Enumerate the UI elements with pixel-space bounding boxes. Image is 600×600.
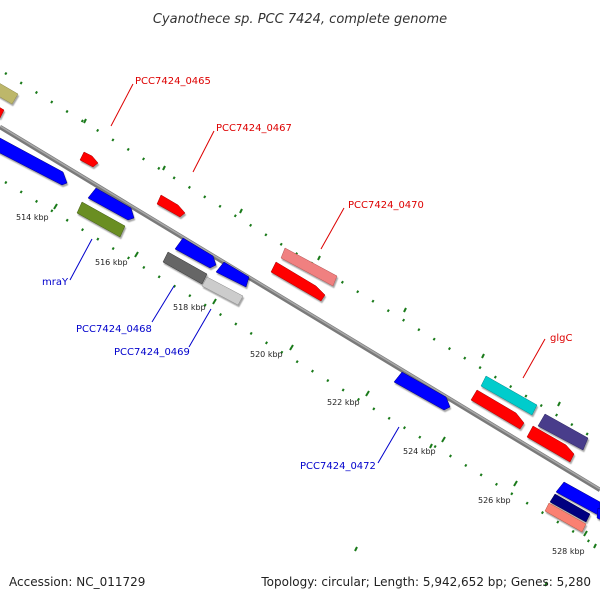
genome-backbone-highlight: [0, 125, 600, 490]
tick-mark: [134, 251, 139, 258]
gene-glgc[interactable]: [480, 375, 538, 416]
gene-pcc7424-0467[interactable]: [156, 194, 186, 218]
gene-red-forward-2[interactable]: [470, 389, 525, 430]
label-pcc7424-0465[interactable]: PCC7424_0465: [135, 76, 211, 87]
leader-pcc7424-0467: [192, 130, 215, 173]
label-pcc7424-0470[interactable]: PCC7424_0470: [348, 200, 424, 211]
tick-mark: [403, 307, 407, 313]
gene-navy-bottom[interactable]: [549, 493, 591, 523]
gene-blue-bottom[interactable]: [555, 481, 600, 517]
leader-pcc7424-0470: [320, 207, 345, 250]
gene-pcc7424-0468[interactable]: [162, 251, 208, 285]
leader-glgc: [522, 338, 546, 379]
major-ticks: [53, 118, 597, 587]
label-pcc7424-0469[interactable]: PCC7424_0469: [114, 347, 190, 358]
tick-mark: [583, 530, 588, 537]
tick-labels: 514 kbp 516 kbp 518 kbp 520 kbp 522 kbp …: [16, 213, 585, 556]
leader-pcc7424-0468: [151, 285, 175, 323]
label-pcc7424-0472[interactable]: PCC7424_0472: [300, 461, 376, 472]
label-pcc7424-0467[interactable]: PCC7424_0467: [216, 123, 292, 134]
gene-mray[interactable]: [76, 201, 126, 238]
tick-mark: [557, 401, 561, 407]
gene-labels: PCC7424_0465 PCC7424_0467 PCC7424_0470 g…: [42, 76, 572, 472]
gene-khaki[interactable]: [0, 80, 19, 105]
leader-pcc7424-0472: [377, 426, 400, 464]
tick-label: 528 kbp: [552, 547, 585, 556]
tick-mark: [162, 165, 166, 171]
tick-label: 526 kbp: [478, 496, 511, 505]
gene-pcc7424-0469[interactable]: [201, 276, 244, 306]
tick-mark: [354, 546, 358, 552]
leader-pcc7424-0465: [110, 83, 134, 127]
genome-summary-text: Topology: circular; Length: 5,942,652 bp…: [260, 575, 591, 589]
gene-coral-bottom[interactable]: [544, 502, 587, 533]
gene-features: [0, 80, 600, 533]
gene-pcc7424-0472[interactable]: [393, 371, 451, 411]
tick-mark: [365, 390, 370, 397]
genome-backbone: [0, 125, 600, 492]
tick-mark: [429, 443, 433, 449]
tick-label: 522 kbp: [327, 398, 360, 407]
tick-mark: [53, 203, 58, 210]
tick-mark: [317, 255, 321, 261]
gene-dark-slate[interactable]: [537, 413, 589, 451]
gene-red-forward-3[interactable]: [526, 425, 575, 463]
leader-mray: [69, 238, 93, 281]
gene-pcc7424-0465[interactable]: [79, 151, 99, 168]
gene-blue-1[interactable]: [87, 187, 135, 221]
gene-blue-2[interactable]: [174, 237, 217, 269]
tick-mark: [289, 344, 294, 351]
label-leaders: [69, 83, 546, 464]
gene-red-forward-1[interactable]: [270, 261, 326, 302]
gene-red-partial[interactable]: [0, 104, 5, 119]
tick-mark: [513, 480, 518, 487]
tick-label: 520 kbp: [250, 350, 283, 359]
tick-mark: [544, 581, 548, 587]
tick-label: 524 kbp: [403, 447, 436, 456]
tick-mark: [239, 208, 243, 214]
tick-mark: [441, 436, 446, 443]
tick-mark: [83, 118, 87, 124]
map-title: Cyanothece sp. PCC 7424, complete genome: [153, 12, 447, 27]
middle-tick-ring: [4, 180, 600, 550]
tick-mark: [481, 353, 485, 359]
tick-label: 514 kbp: [16, 213, 49, 222]
gene-blue-large[interactable]: [0, 137, 68, 186]
accession-text: Accession: NC_011729: [9, 575, 145, 589]
leader-pcc7424-0469: [188, 308, 212, 348]
tick-label: 518 kbp: [173, 303, 206, 312]
label-glgc[interactable]: glgC: [550, 333, 572, 344]
tick-mark: [212, 298, 217, 305]
label-pcc7424-0468[interactable]: PCC7424_0468: [76, 324, 152, 335]
gene-blue-3[interactable]: [215, 261, 250, 288]
tick-label: 516 kbp: [95, 258, 128, 267]
tick-mark: [593, 543, 597, 549]
gene-pcc7424-0470-salmon[interactable]: [280, 247, 338, 287]
gene-blue-edge[interactable]: [596, 507, 600, 522]
label-mray[interactable]: mraY: [42, 277, 69, 288]
